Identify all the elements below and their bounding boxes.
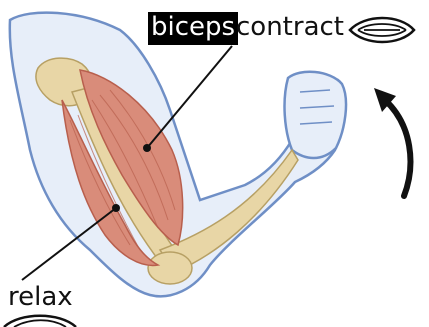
relaxed-muscle-icon — [4, 316, 76, 327]
curved-up-arrow-icon — [374, 88, 410, 196]
contract-label: contract — [236, 12, 344, 42]
elbow-joint — [148, 252, 192, 284]
triceps-pointer-dot — [112, 204, 120, 212]
fist — [285, 72, 346, 158]
biceps-pointer-dot — [143, 144, 151, 152]
relax-label: relax — [8, 282, 73, 312]
biceps-label: biceps — [148, 12, 238, 45]
contracted-muscle-icon — [350, 18, 414, 42]
